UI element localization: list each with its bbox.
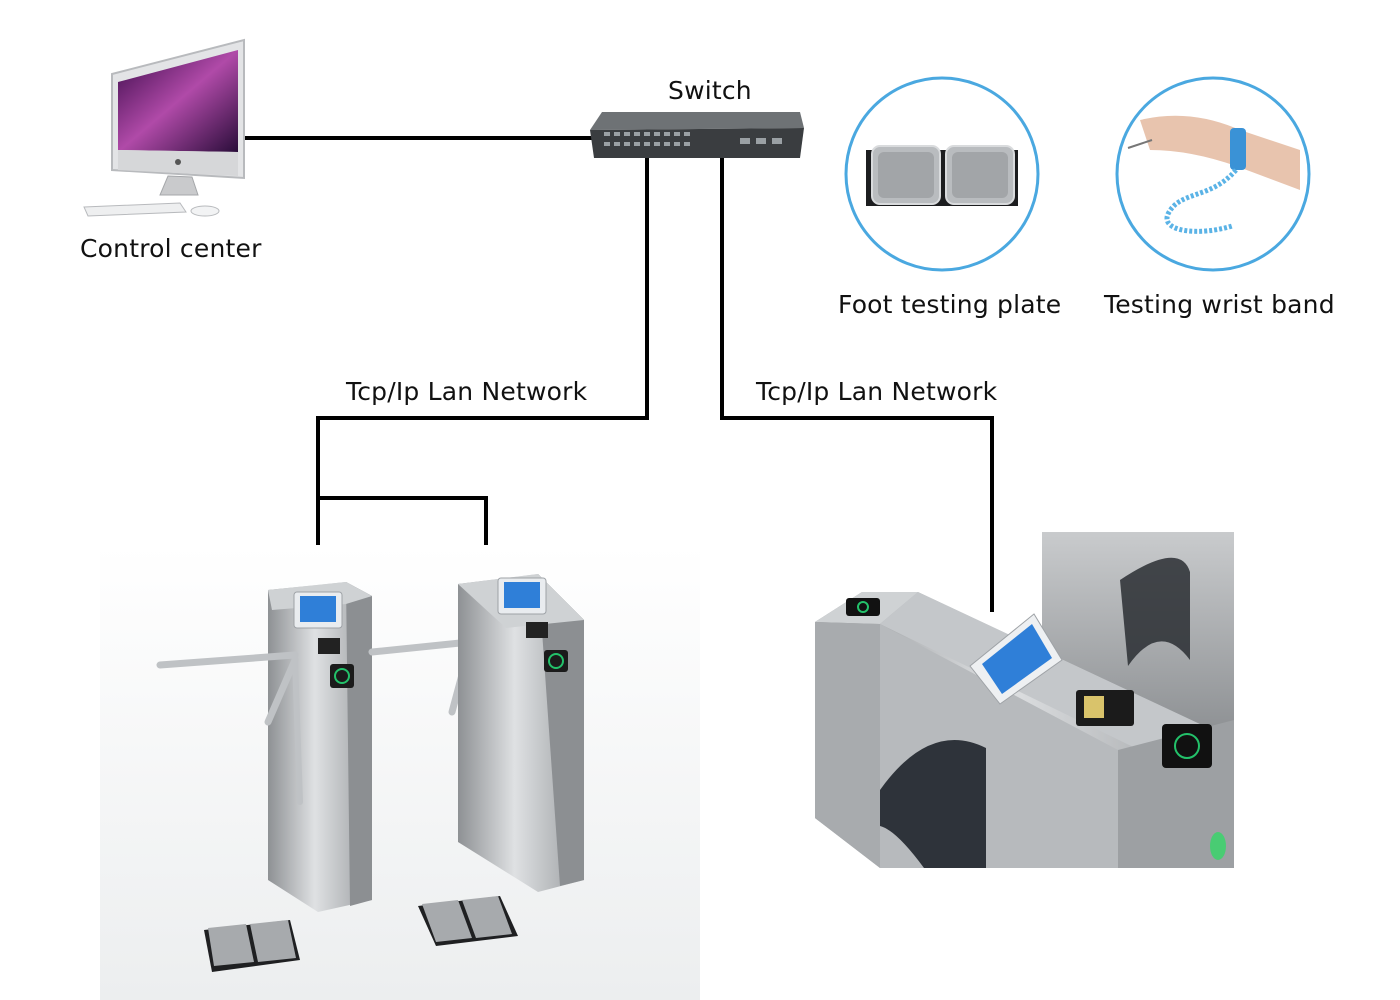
floor-foot-plate-right	[418, 896, 518, 946]
tripod-turnstile-icon	[100, 545, 700, 1000]
label-foot-testing-plate: Foot testing plate	[838, 290, 1062, 319]
floor-foot-plate-left	[204, 920, 300, 972]
label-network-left: Tcp/Ip Lan Network	[346, 377, 588, 406]
link-switch-right-gate	[720, 158, 994, 612]
label-switch: Switch	[668, 76, 752, 105]
label-testing-wrist-band: Testing wrist band	[1104, 290, 1335, 319]
link-switch-left-gates	[316, 158, 649, 578]
label-network-right: Tcp/Ip Lan Network	[756, 377, 998, 406]
connection-lines	[242, 136, 994, 612]
foot-plate-icon	[844, 76, 1040, 272]
wrist-band-icon	[1115, 76, 1311, 272]
label-control-center: Control center	[80, 234, 262, 263]
floor-shadow	[100, 545, 700, 1000]
flap-barrier-gate-icon	[815, 532, 1234, 868]
network-switch-icon	[590, 112, 804, 158]
computer-icon	[83, 38, 245, 217]
